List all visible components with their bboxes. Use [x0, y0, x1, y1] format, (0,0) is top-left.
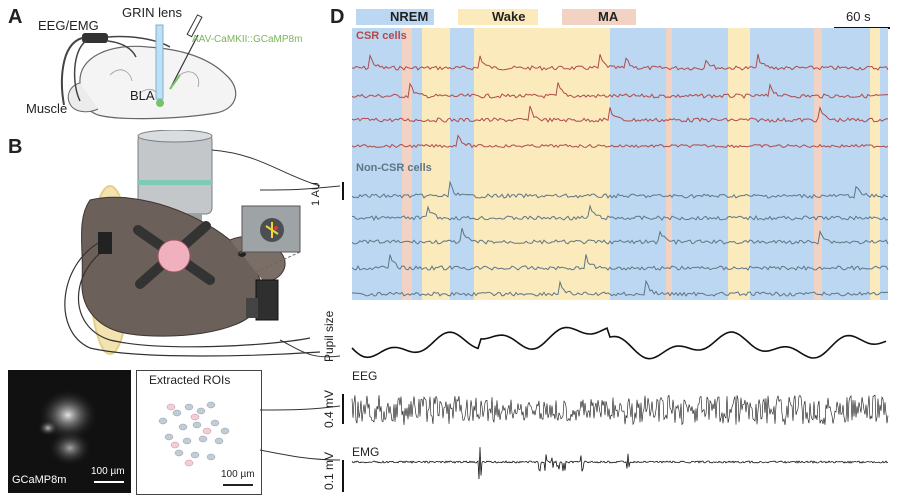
bla-target	[156, 99, 164, 107]
emg-scale-label: 0.1 mV	[322, 451, 336, 490]
imaging-setup	[64, 130, 321, 357]
virus-label: AAV-CaMKII::GCaMP8m	[192, 34, 303, 45]
pupil-trace	[351, 326, 887, 360]
syringe-icon	[169, 34, 199, 90]
legend: NREM Wake MA	[356, 9, 736, 25]
csr-trace	[351, 53, 889, 71]
muscle-label: Muscle	[26, 101, 68, 116]
state-band	[422, 28, 450, 300]
csr-cells-label: CSR cells	[356, 30, 407, 42]
csr-trace	[351, 134, 889, 149]
rois-scale-label: 100 µm	[221, 469, 255, 480]
bla-label: BLA	[130, 88, 155, 103]
eeg-scale-bar	[342, 394, 344, 424]
legend-swatch	[458, 9, 538, 25]
csr-trace	[351, 82, 889, 99]
non-csr-trace	[351, 204, 889, 222]
csr-trace	[351, 105, 888, 123]
legend-label-nrem: NREM	[390, 9, 429, 24]
state-band	[450, 28, 474, 300]
au-scale-bar	[342, 182, 344, 200]
legend-item-nrem: NREM	[356, 9, 434, 25]
legend-swatch	[562, 9, 636, 25]
state-band	[610, 28, 666, 300]
state-band	[880, 28, 888, 300]
non-csr-trace	[351, 279, 889, 297]
grin-lens-label: GRIN lens	[122, 5, 182, 20]
non-csr-trace	[351, 254, 889, 271]
state-band	[666, 28, 672, 300]
legend-item-ma: MA	[562, 9, 636, 25]
state-band	[822, 28, 870, 300]
legend-label-wake: Wake	[492, 9, 526, 24]
legend-label-ma: MA	[598, 9, 619, 24]
eeg-emg-headcap	[82, 33, 108, 43]
eeg-trace	[351, 394, 889, 426]
gcamp-label: GCaMP8m	[12, 474, 67, 486]
pupil-size-label: Pupil size	[322, 310, 336, 362]
emg-label: EMG	[352, 445, 380, 459]
eeg-scale-label: 0.4 mV	[322, 389, 336, 428]
state-band	[412, 28, 422, 300]
brain-schematic	[60, 14, 237, 120]
state-band	[672, 28, 680, 300]
au-scale-label: 1 AU	[310, 182, 322, 206]
legend-swatch	[356, 9, 434, 25]
state-band	[402, 28, 412, 300]
eeg-emg-label: EEG/EMG	[38, 18, 99, 33]
state-band	[352, 28, 402, 300]
state-band	[870, 28, 880, 300]
connector-lines	[260, 185, 340, 461]
panel-letter-d: D	[330, 6, 345, 28]
rois-image: Extracted ROIs 100 µm	[136, 370, 262, 495]
state-band	[474, 28, 610, 300]
gcamp-scale-label: 100 µm	[91, 466, 125, 477]
rois-title: Extracted ROIs	[149, 373, 231, 387]
eeg-label: EEG	[352, 369, 378, 383]
legend-item-wake: Wake	[458, 9, 538, 25]
state-band	[750, 28, 814, 300]
emg-trace	[351, 447, 889, 480]
panel-letter-b: B	[8, 136, 23, 158]
non-csr-trace	[351, 227, 889, 246]
grin-lens	[155, 24, 164, 100]
non-csr-cells-label: Non-CSR cells	[356, 162, 432, 174]
state-band	[814, 28, 822, 300]
gcamp-image: GCaMP8m 100 µm	[8, 370, 131, 493]
state-band	[680, 28, 728, 300]
non-csr-trace	[351, 180, 889, 199]
time-scale-label: 60 s	[846, 9, 871, 24]
panel-letter-a: A	[8, 6, 23, 28]
activity-traces	[351, 28, 889, 480]
emg-scale-bar	[342, 460, 344, 492]
